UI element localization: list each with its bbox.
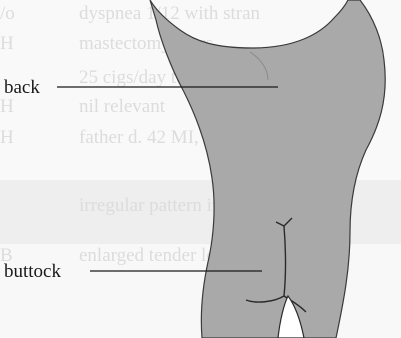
back-label: back: [4, 78, 40, 97]
buttock-label: buttock: [4, 262, 61, 281]
body-silhouette: [150, 0, 385, 338]
